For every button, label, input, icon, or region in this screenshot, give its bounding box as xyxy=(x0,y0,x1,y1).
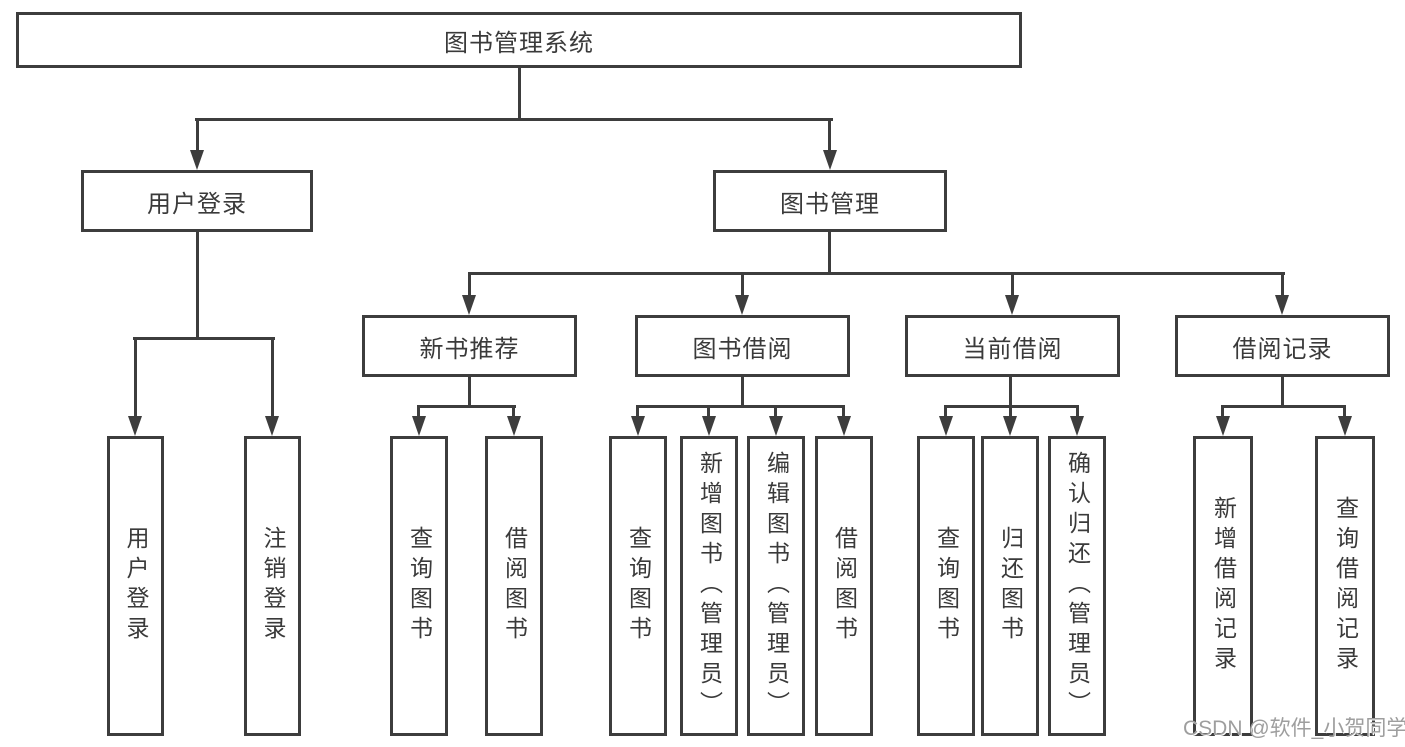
node-label: 查询图书 xyxy=(406,526,433,646)
arrow-down-icon xyxy=(702,416,716,436)
node-label: 借阅记录 xyxy=(1232,335,1333,363)
connector-line xyxy=(636,405,639,416)
node-label: 用户登录 xyxy=(147,190,247,218)
node-label: 查询图书 xyxy=(625,526,652,646)
connector-line xyxy=(741,377,744,405)
node-user-login: 用户登录 xyxy=(81,170,313,232)
connector-line xyxy=(1281,272,1284,295)
arrow-down-icon xyxy=(128,416,142,436)
arrow-down-icon xyxy=(735,295,749,315)
node-label: 图书管理 xyxy=(780,190,880,218)
node-label: 新增图书（管理员） xyxy=(696,451,723,721)
arrow-down-icon xyxy=(823,150,837,170)
connector-line xyxy=(271,337,274,416)
arrow-down-icon xyxy=(190,150,204,170)
node-book-borrowing: 图书借阅 xyxy=(635,315,850,377)
arrow-down-icon xyxy=(1003,416,1017,436)
node-current-borrowing: 当前借阅 xyxy=(905,315,1120,377)
arrow-down-icon xyxy=(1275,295,1289,315)
node-label: 归还图书 xyxy=(997,526,1024,646)
node-current-query-books: 查询图书 xyxy=(917,436,975,736)
connector-line xyxy=(196,118,199,150)
connector-line xyxy=(1076,405,1079,416)
node-borrowing-records: 借阅记录 xyxy=(1175,315,1390,377)
node-current-return-books: 归还图书 xyxy=(981,436,1039,736)
arrow-down-icon xyxy=(1070,416,1084,436)
connector-line xyxy=(512,405,515,416)
connector-line xyxy=(195,118,833,121)
connector-line xyxy=(518,68,521,118)
node-label: 查询借阅记录 xyxy=(1332,496,1359,676)
connector-line xyxy=(1221,405,1224,416)
node-label: 图书管理系统 xyxy=(444,29,594,57)
connector-line xyxy=(1011,272,1014,295)
node-label: 当前借阅 xyxy=(962,335,1063,363)
connector-line xyxy=(1009,377,1012,405)
arrow-down-icon xyxy=(507,416,521,436)
node-borrowing-borrow-books: 借阅图书 xyxy=(815,436,873,736)
node-new-book-recommend: 新书推荐 xyxy=(362,315,577,377)
node-login-user-login: 用户登录 xyxy=(107,436,164,736)
node-label: 查询图书 xyxy=(933,526,960,646)
node-recommend-query-books: 查询图书 xyxy=(390,436,448,736)
node-records-add-record: 新增借阅记录 xyxy=(1193,436,1253,736)
node-label: 用户登录 xyxy=(123,526,149,646)
node-label: 借阅图书 xyxy=(501,526,528,646)
node-label: 借阅图书 xyxy=(831,526,858,646)
connector-line xyxy=(468,272,471,295)
node-label: 确认归还（管理员） xyxy=(1064,451,1091,721)
node-label: 编辑图书（管理员） xyxy=(763,451,790,721)
arrow-down-icon xyxy=(1338,416,1352,436)
connector-line xyxy=(636,405,845,408)
arrow-down-icon xyxy=(1216,416,1230,436)
csdn-watermark: CSDN @软件_小贺同学 xyxy=(1183,717,1405,740)
node-label: 新增借阅记录 xyxy=(1210,496,1237,676)
arrow-down-icon xyxy=(265,416,279,436)
node-label: 图书借阅 xyxy=(692,335,793,363)
connector-line xyxy=(842,405,845,416)
connector-line xyxy=(468,377,471,405)
connector-line xyxy=(1343,405,1346,416)
arrow-down-icon xyxy=(837,416,851,436)
connector-line xyxy=(944,405,947,416)
node-borrowing-add-books-admin: 新增图书（管理员） xyxy=(680,436,738,736)
connector-line xyxy=(1281,377,1284,405)
connector-line xyxy=(707,405,710,416)
connector-line xyxy=(468,272,1285,275)
arrow-down-icon xyxy=(631,416,645,436)
connector-line xyxy=(1009,405,1012,416)
connector-line xyxy=(828,118,831,150)
connector-line xyxy=(417,405,420,416)
node-recommend-borrow-books: 借阅图书 xyxy=(485,436,543,736)
node-root-library-system: 图书管理系统 xyxy=(16,12,1022,68)
connector-line xyxy=(828,232,831,272)
connector-line xyxy=(133,337,275,340)
node-label: 新书推荐 xyxy=(419,335,520,363)
connector-line xyxy=(741,272,744,295)
arrow-down-icon xyxy=(462,295,476,315)
node-borrowing-edit-books-admin: 编辑图书（管理员） xyxy=(747,436,805,736)
connector-line xyxy=(774,405,777,416)
arrow-down-icon xyxy=(1005,295,1019,315)
connector-line xyxy=(196,232,199,337)
arrow-down-icon xyxy=(412,416,426,436)
node-book-management: 图书管理 xyxy=(713,170,947,232)
node-current-confirm-return-admin: 确认归还（管理员） xyxy=(1048,436,1106,736)
connector-line xyxy=(134,337,137,416)
connector-line xyxy=(1221,405,1346,408)
arrow-down-icon xyxy=(939,416,953,436)
connector-line xyxy=(417,405,516,408)
arrow-down-icon xyxy=(769,416,783,436)
node-records-query-record: 查询借阅记录 xyxy=(1315,436,1375,736)
node-login-logout: 注销登录 xyxy=(244,436,301,736)
node-borrowing-query-books: 查询图书 xyxy=(609,436,667,736)
node-label: 注销登录 xyxy=(260,526,286,646)
